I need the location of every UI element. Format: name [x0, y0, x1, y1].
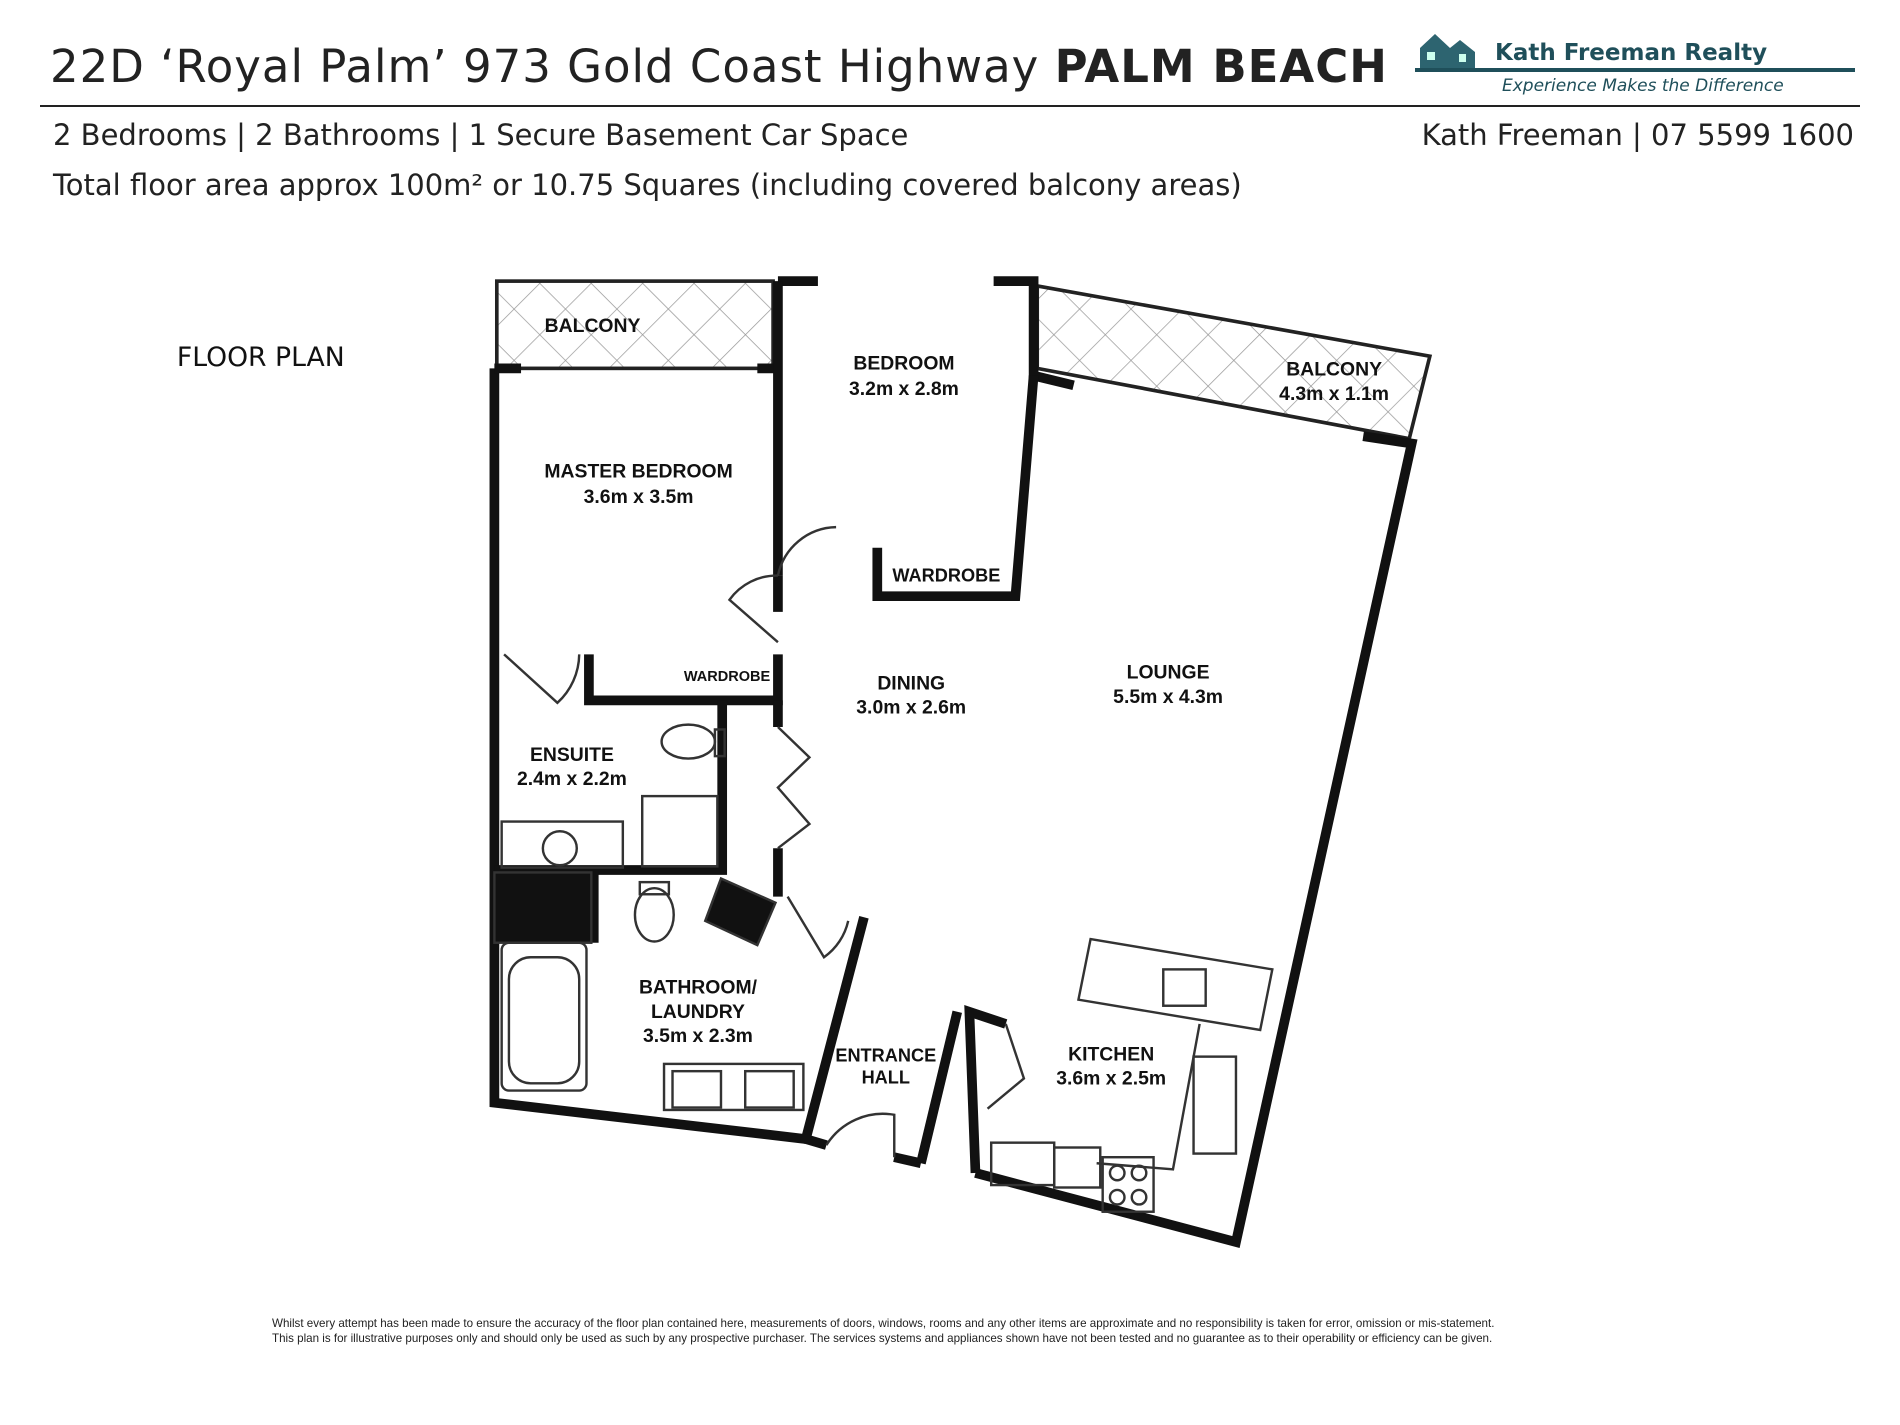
- bedroom-size: 3.2m x 2.8m: [849, 378, 959, 400]
- room-labels: BALCONY BEDROOM 3.2m x 2.8m BALCONY 4.3m…: [517, 315, 1389, 1089]
- wardrobe-label: WARDROBE: [892, 566, 1000, 586]
- wardrobe-label: WARDROBE: [684, 669, 771, 685]
- master-bedroom-label: MASTER BEDROOM: [544, 460, 732, 482]
- balcony2-label: BALCONY: [1286, 359, 1382, 381]
- disclaimer-line: This plan is for illustrative purposes o…: [272, 1332, 1493, 1345]
- logo-rule: [1415, 68, 1855, 72]
- balcony2-size: 4.3m x 1.1m: [1279, 383, 1389, 405]
- disclaimer-line: Whilst every attempt has been made to en…: [272, 1317, 1495, 1330]
- features-text: 2 Bedrooms | 2 Bathrooms | 1 Secure Base…: [53, 118, 909, 152]
- laundry-label: LAUNDRY: [651, 1001, 745, 1023]
- house-icon: [1420, 34, 1475, 68]
- lounge-label: LOUNGE: [1127, 662, 1210, 684]
- agent-contact: Kath Freeman | 07 5599 1600: [1421, 118, 1854, 152]
- title-address: 22D ‘Royal Palm’ 973 Gold Coast Highway: [50, 40, 1055, 93]
- ensuite-size: 2.4m x 2.2m: [517, 768, 627, 790]
- master-bedroom-size: 3.6m x 3.5m: [584, 486, 694, 508]
- dining-label: DINING: [877, 672, 945, 694]
- entrance-label: ENTRANCE: [835, 1045, 936, 1065]
- bathroom-label: BATHROOM/: [639, 977, 758, 999]
- kitchen-size: 3.6m x 2.5m: [1056, 1068, 1166, 1090]
- disclaimer: Whilst every attempt has been made to en…: [272, 1316, 1494, 1346]
- floor-area-text: Total floor area approx 100m² or 10.75 S…: [53, 168, 1242, 202]
- hall-label: HALL: [862, 1067, 910, 1087]
- bedroom-label: BEDROOM: [853, 353, 954, 375]
- dining-size: 3.0m x 2.6m: [856, 697, 966, 719]
- lounge-size: 5.5m x 4.3m: [1113, 686, 1223, 708]
- agency-logo: Kath Freeman Realty Experience Makes the…: [1410, 30, 1860, 100]
- bathroom-size: 3.5m x 2.3m: [643, 1025, 753, 1047]
- header-divider: [40, 105, 1860, 107]
- ensuite-label: ENSUITE: [530, 744, 614, 766]
- fixtures: [493, 525, 1274, 1213]
- floor-plan-label: FLOOR PLAN: [177, 342, 345, 373]
- kitchen-label: KITCHEN: [1068, 1043, 1154, 1065]
- title-suburb: PALM BEACH: [1054, 40, 1388, 93]
- balcony-label: BALCONY: [545, 315, 641, 337]
- logo-name: Kath Freeman Realty: [1495, 40, 1768, 66]
- page-title: 22D ‘Royal Palm’ 973 Gold Coast Highway …: [50, 40, 1388, 93]
- walls: [489, 276, 1418, 1249]
- logo-tagline: Experience Makes the Difference: [1502, 76, 1784, 96]
